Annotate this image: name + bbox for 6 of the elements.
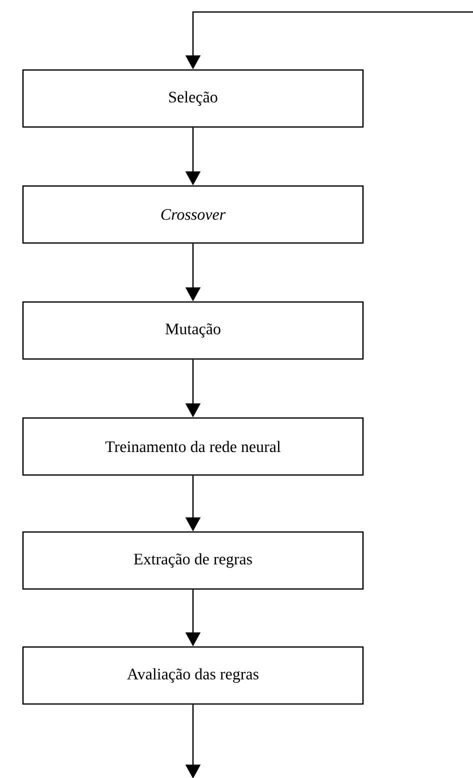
process-box: Avaliação das regras <box>22 646 364 705</box>
process-box: Mutação <box>22 301 364 360</box>
process-box: Seleção <box>22 69 364 128</box>
process-box: Crossover <box>22 185 364 244</box>
process-box: Extração de regras <box>22 531 364 590</box>
process-box: Treinamento da rede neural <box>22 417 364 476</box>
